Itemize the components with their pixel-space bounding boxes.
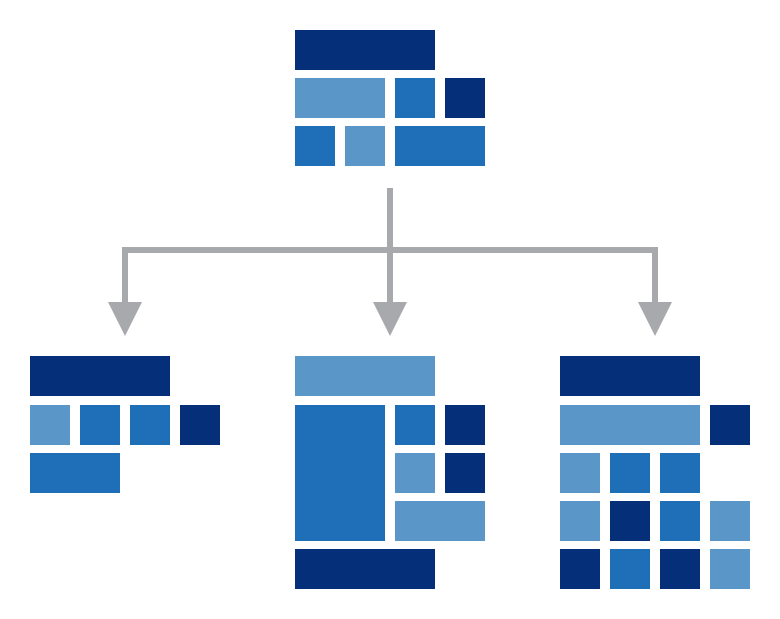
- center-row1-block-2: [445, 405, 485, 445]
- left-row1-block-4: [180, 405, 220, 445]
- top-layout: [295, 30, 485, 166]
- top-row1-block-3: [445, 78, 485, 118]
- left-header-block: [30, 356, 170, 396]
- right-row3-block-2: [610, 501, 650, 541]
- center-footer-block: [295, 549, 435, 589]
- right-layout: [560, 356, 750, 589]
- right-row3-block-3: [660, 501, 700, 541]
- center-header-block: [295, 356, 435, 396]
- connectors: [108, 188, 672, 336]
- top-row2-block-2: [345, 126, 385, 166]
- right-row2-block-2: [610, 453, 650, 493]
- right-row4-block-1: [560, 549, 600, 589]
- left-row1-block-2: [80, 405, 120, 445]
- top-row1-block-2: [395, 78, 435, 118]
- right-row4-block-4: [710, 549, 750, 589]
- right-row4-block-2: [610, 549, 650, 589]
- center-layout: [295, 356, 485, 589]
- center-sidebar-block: [295, 405, 385, 541]
- center-row2-block-2: [445, 453, 485, 493]
- center-row2-block-1: [395, 453, 435, 493]
- left-row1-block-1: [30, 405, 70, 445]
- arrow-left-icon: [108, 302, 142, 336]
- left-layout: [30, 356, 220, 493]
- top-row2-block-3: [395, 126, 485, 166]
- right-row4-block-3: [660, 549, 700, 589]
- arrow-center-icon: [373, 302, 407, 336]
- right-row1-block-1: [560, 405, 700, 445]
- left-row1-block-3: [130, 405, 170, 445]
- right-row2-block-1: [560, 453, 600, 493]
- right-header-block: [560, 356, 700, 396]
- right-row2-block-3: [660, 453, 700, 493]
- right-row3-block-4: [710, 501, 750, 541]
- right-row1-block-2: [710, 405, 750, 445]
- center-row1-block-1: [395, 405, 435, 445]
- top-header-block: [295, 30, 435, 70]
- right-row3-block-1: [560, 501, 600, 541]
- top-row2-block-1: [295, 126, 335, 166]
- left-row2-block-1: [30, 453, 120, 493]
- arrow-right-icon: [638, 302, 672, 336]
- center-row3-block-1: [395, 501, 485, 541]
- top-row1-block-1: [295, 78, 385, 118]
